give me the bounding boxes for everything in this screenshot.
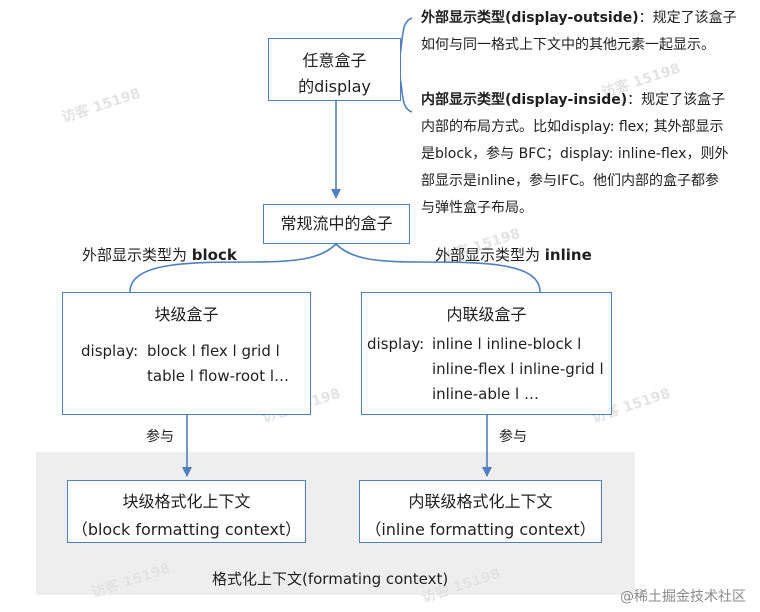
note-inside-line5: 与弹性盒子布局。 [421, 200, 533, 216]
block-box-node: 块级盒子 display: block l flex l grid l tabl… [62, 292, 311, 415]
formatting-context-label: 格式化上下文(formating context) [212, 570, 449, 588]
branch-label-block: 外部显示类型为 block [82, 244, 237, 265]
note-outside-title: 外部显示类型(display-outside) [421, 10, 639, 26]
bfc-box-line1: 块级格式化上下文 [122, 492, 251, 511]
any-box-node: 任意盒子 的display [268, 38, 401, 101]
inline-box-key: display: [367, 335, 425, 353]
any-box-line2: 的display [298, 77, 371, 96]
note-inside-rest: ：规定了该盒子 [627, 92, 726, 108]
branch-right-prefix: 外部显示类型为 [435, 246, 545, 264]
block-box-title: 块级盒子 [154, 305, 219, 324]
participate-label-left: 参与 [146, 429, 174, 445]
bfc-box-node: 块级格式化上下文 （block formatting context） [67, 480, 306, 543]
block-box-line1: block l flex l grid l [147, 342, 280, 360]
watermark: 访客 15198 [59, 85, 143, 127]
ifc-box-line1: 内联级格式化上下文 [408, 492, 553, 511]
inline-box-line3: inline-able l … [432, 385, 539, 403]
note-inside-title: 内部显示类型(display-inside) [421, 92, 628, 108]
note-outside-rest: ：规定了该盒子 [638, 10, 737, 26]
any-box-line1: 任意盒子 [302, 51, 367, 70]
participate-label-right: 参与 [499, 429, 527, 445]
ifc-box-node: 内联级格式化上下文 （inline formatting context） [359, 480, 602, 543]
note-display-outside: 外部显示类型(display-outside)：规定了该盒子 如何与同一格式上下… [421, 5, 756, 59]
normal-flow-box-label: 常规流中的盒子 [280, 214, 393, 233]
ifc-box-line2: （inline formatting context） [365, 520, 596, 539]
branch-right-bold: inline [544, 246, 592, 264]
inline-box-title: 内联级盒子 [446, 305, 527, 324]
normal-flow-box-node: 常规流中的盒子 [263, 204, 410, 244]
inline-box-node: 内联级盒子 display: inline l inline-block l i… [361, 292, 612, 415]
block-box-line2: table l flow-root l… [147, 367, 290, 385]
note-inside-line3: 是block，参与 BFC；display: inline-flex，则外 [421, 146, 729, 162]
branch-left-bold: block [191, 246, 237, 264]
bfc-box-line2: （block formatting context） [71, 520, 302, 539]
inline-box-line2: inline-flex l inline-grid l [432, 360, 604, 378]
branch-left-prefix: 外部显示类型为 [82, 246, 192, 264]
note-display-inside: 内部显示类型(display-inside)：规定了该盒子 内部的布局方式。比如… [421, 87, 756, 222]
block-box-key: display: [81, 342, 139, 360]
inline-box-line1: inline l inline-block l [432, 335, 582, 353]
note-inside-line4: 部显示是inline，参与IFC。他们内部的盒子都参 [421, 173, 719, 189]
branch-label-inline: 外部显示类型为 inline [435, 244, 592, 265]
site-credit: @稀土掘金技术社区 [620, 589, 746, 605]
note-outside-line2: 如何与同一格式上下文中的其他元素一起显示。 [421, 37, 715, 53]
note-inside-line2: 内部的布局方式。比如display: flex; 其外部显示 [421, 119, 724, 135]
